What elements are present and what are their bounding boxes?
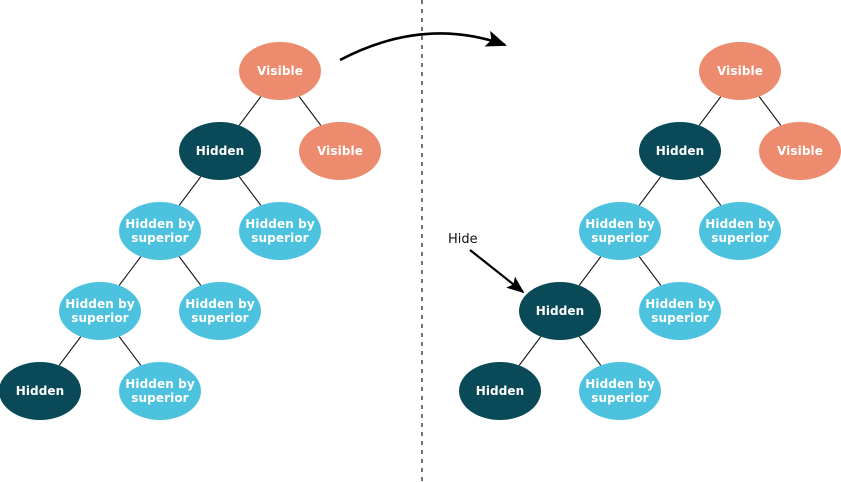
tree-node-label: Hidden by superior (125, 377, 195, 405)
tree-node-hidden-by-superior[interactable]: Hidden by superior (119, 362, 201, 420)
tree-node-label: Hidden by superior (705, 217, 775, 245)
tree-edge (118, 256, 142, 286)
tree-node-hidden[interactable]: Hidden (0, 362, 81, 420)
tree-node-visible[interactable]: Visible (299, 122, 381, 180)
tree-edge (118, 336, 142, 366)
hide-label: Hide (448, 232, 478, 247)
tree-edge (518, 336, 542, 366)
tree-node-hidden[interactable]: Hidden (519, 282, 601, 340)
tree-node-hidden-by-superior[interactable]: Hidden by superior (579, 202, 661, 260)
tree-node-label: Visible (257, 64, 303, 78)
tree-node-hidden-by-superior[interactable]: Hidden by superior (119, 202, 201, 260)
tree-node-label: Hidden (535, 304, 585, 318)
tree-edge (298, 96, 322, 126)
tree-node-label: Hidden by superior (585, 217, 655, 245)
tree-node-label: Hidden (655, 144, 705, 158)
tree-node-hidden[interactable]: Hidden (179, 122, 261, 180)
tree-node-label: Hidden by superior (645, 297, 715, 325)
tree-node-label: Hidden by superior (585, 377, 655, 405)
tree-edge (758, 96, 782, 126)
tree-edge (698, 96, 722, 126)
tree-node-visible[interactable]: Visible (759, 122, 841, 180)
tree-edge (238, 176, 262, 206)
tree-node-visible[interactable]: Visible (699, 42, 781, 100)
tree-edge (638, 256, 662, 286)
tree-edge (178, 256, 202, 286)
tree-edge (638, 176, 662, 206)
tree-node-hidden[interactable]: Hidden (459, 362, 541, 420)
tree-edge (578, 256, 602, 286)
hide-pointer-arrow (469, 249, 525, 294)
tree-node-visible[interactable]: Visible (239, 42, 321, 100)
tree-edge-lines (58, 96, 782, 366)
tree-node-label: Hidden by superior (125, 217, 195, 245)
tree-node-hidden-by-superior[interactable]: Hidden by superior (579, 362, 661, 420)
tree-node-label: Hidden (475, 384, 525, 398)
tree-node-hidden-by-superior[interactable]: Hidden by superior (179, 282, 261, 340)
tree-node-hidden-by-superior[interactable]: Hidden by superior (59, 282, 141, 340)
tree-node-hidden[interactable]: Hidden (639, 122, 721, 180)
tree-node-label: Hidden by superior (185, 297, 255, 325)
tree-edge (58, 336, 82, 366)
transition-curved-arrow (339, 30, 507, 62)
tree-node-label: Hidden (15, 384, 65, 398)
tree-node-label: Hidden by superior (245, 217, 315, 245)
tree-edge (238, 96, 262, 126)
tree-node-hidden-by-superior[interactable]: Hidden by superior (639, 282, 721, 340)
tree-node-label: Hidden by superior (65, 297, 135, 325)
tree-edge (178, 176, 202, 206)
tree-node-label: Visible (777, 144, 823, 158)
tree-node-hidden-by-superior[interactable]: Hidden by superior (239, 202, 321, 260)
tree-node-label: Hidden (195, 144, 245, 158)
tree-node-hidden-by-superior[interactable]: Hidden by superior (699, 202, 781, 260)
tree-edge (578, 336, 602, 366)
tree-node-label: Visible (317, 144, 363, 158)
tree-node-label: Visible (717, 64, 763, 78)
tree-edge (698, 176, 722, 206)
